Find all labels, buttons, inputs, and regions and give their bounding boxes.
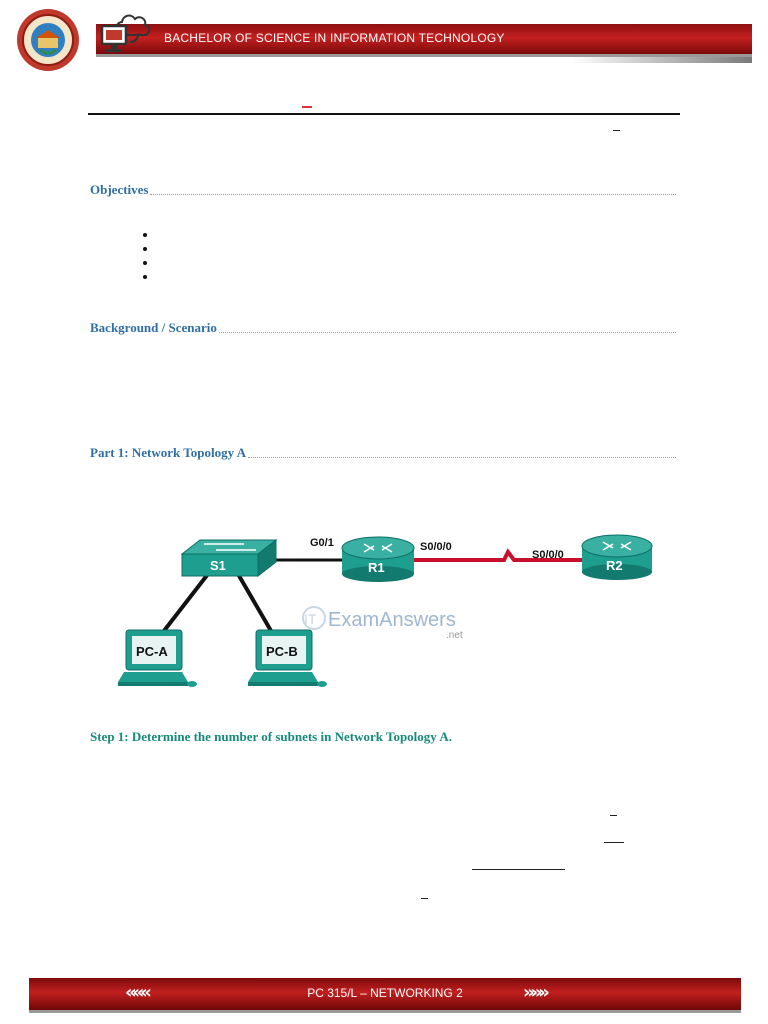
dotted-leader <box>150 193 676 195</box>
list-bullet <box>143 233 147 237</box>
interface-label: S0/0/0 <box>420 541 452 553</box>
section-heading-text: Objectives <box>90 182 149 197</box>
router-label: R2 <box>606 558 623 573</box>
router-label: R1 <box>368 560 385 575</box>
computer-cloud-icon <box>100 14 151 52</box>
pc-b: PC-B <box>248 629 327 687</box>
footer-band: ««« PC 315/L – NETWORKING 2 »»» <box>29 978 741 1010</box>
blank-line <box>610 815 617 816</box>
link-s1-pcb <box>236 572 276 638</box>
router-r2: R2 <box>581 534 653 580</box>
list-bullet <box>143 275 147 279</box>
blank-line <box>472 869 565 870</box>
section-heading-background: Background / Scenario <box>90 318 676 336</box>
program-title: BACHELOR OF SCIENCE IN INFORMATION TECHN… <box>164 31 505 45</box>
section-heading-text: Background / Scenario <box>90 320 217 335</box>
watermark-text: ExamAnswers <box>328 609 456 631</box>
section-heading-text: Part 1: Network Topology A <box>90 445 246 460</box>
switch-label: S1 <box>210 558 226 573</box>
switch-s1: S1 <box>180 538 278 578</box>
chevrons-right-icon: »»» <box>523 982 550 1003</box>
router-r1: R1 <box>341 536 415 582</box>
course-code: PC 315/L – NETWORKING 2 <box>307 986 463 1000</box>
watermark: IT ExamAnswers .net <box>302 606 463 641</box>
dotted-leader <box>248 456 676 458</box>
interface-label: G0/1 <box>310 537 334 549</box>
list-bullet <box>143 261 147 265</box>
pc-label: PC-B <box>266 644 298 659</box>
link-s1-pca <box>158 572 210 638</box>
objectives-list <box>143 233 147 289</box>
blank-line <box>604 842 624 843</box>
section-heading-part1: Part 1: Network Topology A <box>90 443 676 461</box>
blank-line <box>613 130 620 131</box>
university-seal-icon <box>17 9 79 71</box>
chevrons-left-icon: ««« <box>125 982 152 1003</box>
pc-a: PC-A <box>118 629 197 687</box>
step-heading: Step 1: Determine the number of subnets … <box>90 729 452 744</box>
watermark-prefix: IT <box>304 611 317 627</box>
section-heading-objectives: Objectives <box>90 180 676 198</box>
blank-line <box>421 898 428 899</box>
watermark-suffix: .net <box>446 630 463 641</box>
list-bullet <box>143 247 147 251</box>
title-rule <box>88 113 680 115</box>
pc-label: PC-A <box>136 644 168 659</box>
interface-label: S0/0/0 <box>532 549 564 561</box>
link-r1-r2-serial <box>414 548 582 562</box>
dotted-leader <box>218 331 676 333</box>
header-band: BACHELOR OF SCIENCE IN INFORMATION TECHN… <box>96 24 752 63</box>
title-accent-mark <box>302 106 312 108</box>
network-topology-diagram: S1 R1 R2 G0/1 S0/0/0 S0/0/0 IT ExamAnswe… <box>118 534 653 687</box>
